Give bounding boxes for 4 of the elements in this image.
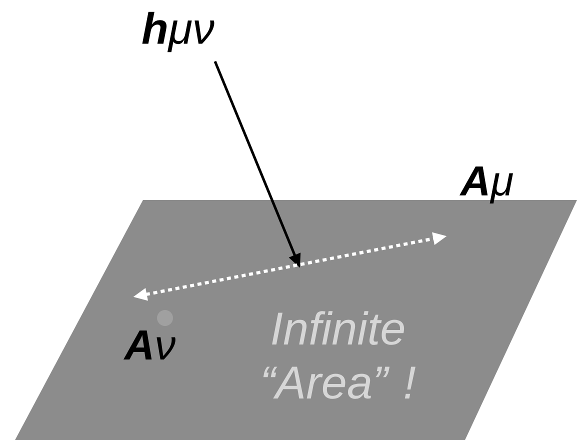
plane-label: Infinite “Area” ! xyxy=(263,311,416,399)
field-label: Aν xyxy=(123,330,176,360)
field-label: Aμ xyxy=(459,166,513,204)
field-label: hμν xyxy=(142,12,214,52)
